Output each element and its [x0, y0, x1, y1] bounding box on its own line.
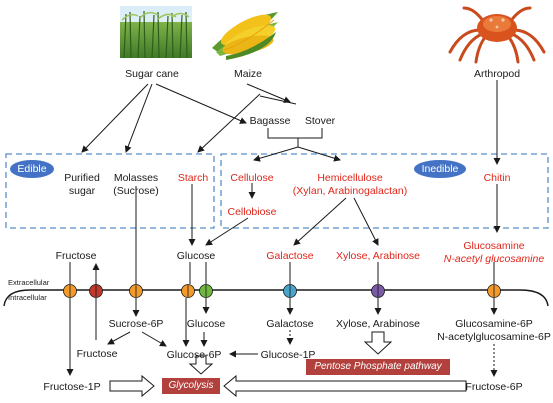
purified-sugar-line2: sugar	[68, 185, 96, 197]
molasses-line1: Molasses	[113, 172, 159, 184]
pentose-phosphate-box: Pentose Phosphate pathway	[306, 359, 450, 375]
bagasse-label: Bagasse	[249, 115, 291, 127]
maize-image	[212, 12, 278, 60]
edible-group-box	[5, 153, 215, 229]
glucosamine-6p-label: Glucosamine-6P	[455, 318, 533, 330]
hemicellulose-line1: Hemicellulose	[317, 172, 383, 184]
inedible-group-box	[220, 153, 549, 229]
stover-label: Stover	[304, 115, 336, 127]
transporter-galactose	[283, 284, 297, 298]
molasses-line2: (Sucrose)	[113, 185, 159, 197]
transporter-sucrose	[129, 284, 143, 298]
chitin-label: Chitin	[483, 172, 511, 184]
fructose-intracellular-label: Fructose	[76, 348, 118, 360]
hemicellulose-line2: (Xylan, Arabinogalactan)	[292, 185, 408, 197]
glucose-extracellular-label: Glucose	[176, 250, 216, 262]
transporter-fructose-export	[89, 284, 103, 298]
n-acetylglucosamine-6p-label: N-acetylglucosamine-6P	[437, 331, 551, 343]
inedible-badge: Inedible	[414, 160, 466, 178]
n-acetyl-glucosamine-label: N-acetyl glucosamine	[443, 253, 545, 265]
fructose-1p-label: Fructose-1P	[43, 381, 101, 393]
transporter-xylose	[371, 284, 385, 298]
xylose-arabinose-extracellular-label: Xylose, Arabinose	[335, 250, 421, 262]
glycolysis-box: Glycolysis	[162, 378, 220, 394]
glucose-intracellular-label: Glucose	[186, 318, 226, 330]
transporter-glucose-permease	[199, 284, 213, 298]
starch-label: Starch	[177, 172, 209, 184]
arthropod-label: Arthropod	[473, 68, 521, 80]
transporter-glucosamine	[487, 284, 501, 298]
extracellular-label: Extracellular	[8, 278, 50, 287]
maize-label: Maize	[233, 68, 263, 80]
transporter-glucose-pts	[181, 284, 195, 298]
fructose-1p-to-glycolysis-arrow	[109, 374, 155, 398]
galactose-extracellular-label: Galactose	[266, 250, 314, 262]
fructose-6p-to-glycolysis-arrow	[223, 374, 467, 398]
glucose-6p-to-glycolysis-arrow	[188, 355, 214, 375]
sugar-cane-image	[120, 6, 192, 59]
arthropod-image	[448, 6, 546, 64]
purified-sugar-line1: Purified	[64, 172, 100, 184]
galactose-intracellular-label: Galactose	[266, 318, 314, 330]
glucose-1p-label: Glucose-1P	[260, 349, 316, 361]
edible-badge: Edible	[10, 160, 54, 178]
glucosamine-label: Glucosamine	[463, 240, 525, 252]
xylose-to-pentose-arrow	[363, 331, 393, 355]
glucose-6p-label: Glucose-6P	[166, 349, 222, 361]
intracellular-label: Intracellular	[8, 293, 47, 302]
cellulose-label: Cellulose	[230, 172, 274, 184]
cell-membrane	[3, 289, 549, 307]
sucrose-6p-label: Sucrose-6P	[108, 318, 164, 330]
transporter-fructose	[63, 284, 77, 298]
xylose-arabinose-intracellular-label: Xylose, Arabinose	[335, 318, 421, 330]
cellobiose-label: Cellobiose	[227, 206, 277, 218]
sugar-cane-label: Sugar cane	[125, 68, 179, 80]
fructose-extracellular-label: Fructose	[55, 250, 97, 262]
fructose-6p-label: Fructose-6P	[465, 381, 523, 393]
